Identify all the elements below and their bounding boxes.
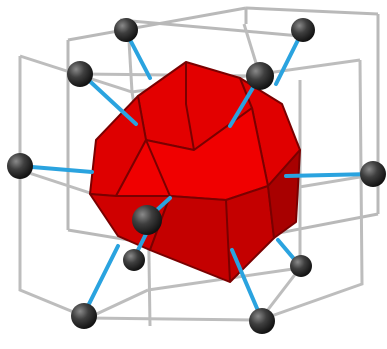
red-polyhedron xyxy=(90,62,300,282)
atom-bottom-left xyxy=(71,303,97,329)
atom-left xyxy=(7,153,33,179)
atom-upper-left xyxy=(67,61,93,87)
atom-top-left-back xyxy=(114,18,138,42)
atom-right xyxy=(360,161,386,187)
atom-lower-center xyxy=(123,249,145,271)
atom-upper-center xyxy=(246,62,274,90)
atom-center xyxy=(132,205,162,235)
atom-bottom-right xyxy=(249,308,275,334)
atom-top-right-back xyxy=(291,18,315,42)
atom-lower-right xyxy=(290,255,312,277)
